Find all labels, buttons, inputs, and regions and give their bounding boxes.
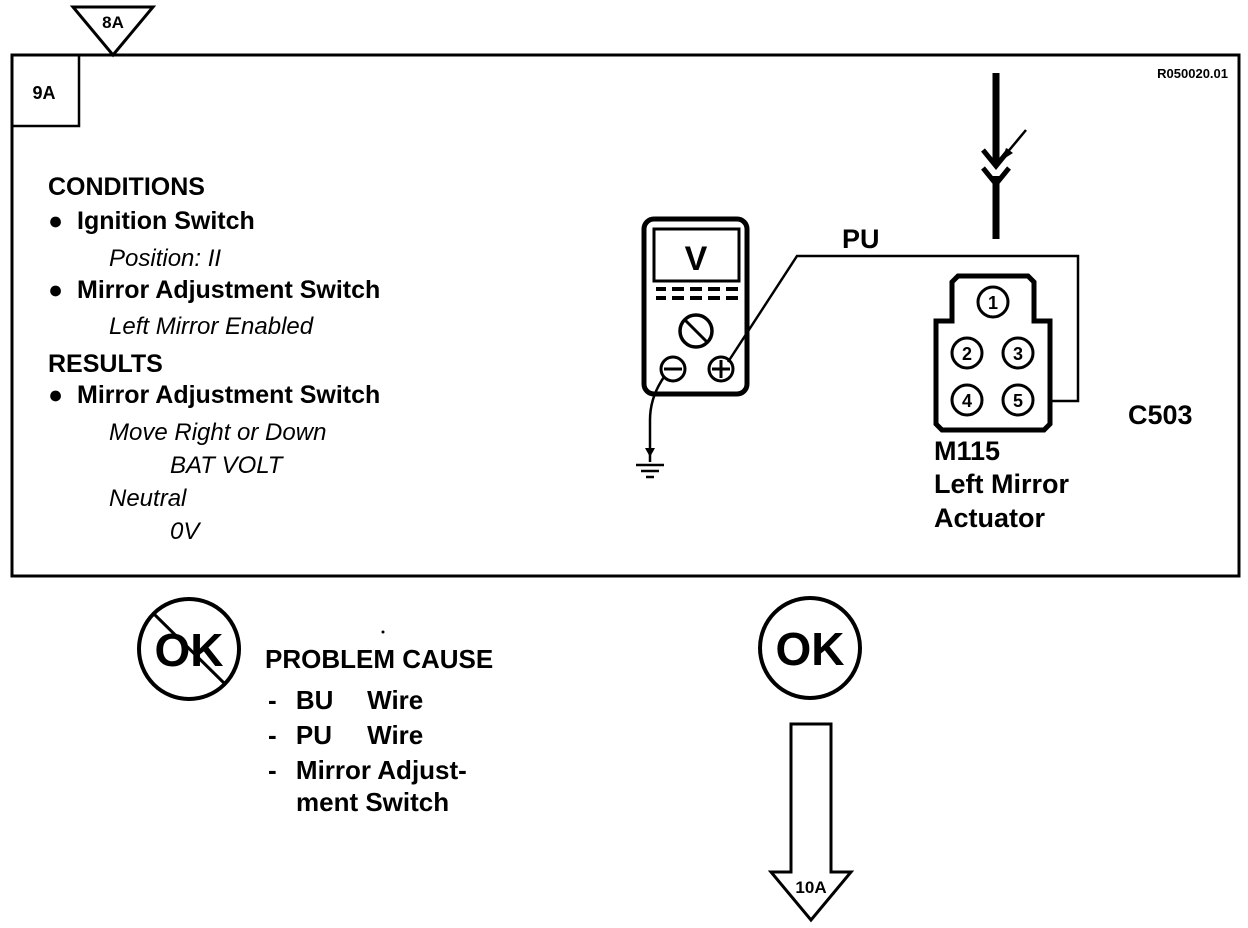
problem-cause-heading: PROBLEM CAUSE [265, 644, 494, 674]
problem-cause-item-continued: ment Switch [296, 787, 450, 817]
conditions-heading: CONDITIONS [48, 173, 205, 201]
not-ok-badge[interactable]: OK [137, 597, 241, 701]
problem-cause-item: - Mirror Adjust- [268, 755, 467, 785]
result-item-name: Mirror Adjustment Switch [77, 381, 381, 409]
meter-display [652, 227, 741, 283]
step-box [10, 53, 1241, 578]
connector-pin-5 [1001, 383, 1035, 417]
connector-c503: 1 2 3 4 5 [933, 273, 1053, 433]
harness-wire [981, 73, 1027, 239]
ok-badge-label: OK [776, 623, 845, 675]
negative-lead [648, 376, 666, 462]
svg-text:1: 1 [988, 293, 998, 313]
connector-pin-2 [950, 336, 984, 370]
svg-text:4: 4 [962, 391, 972, 411]
svg-text:3: 3 [1013, 344, 1023, 364]
problem-cause-item: - PU Wire [268, 720, 424, 750]
meter-display-label: V [685, 240, 708, 278]
condition-item: ● Mirror Adjustment Switch [48, 276, 380, 305]
positive-lead-pu-wire [726, 254, 1080, 403]
connector-id: C503 [1128, 400, 1193, 430]
condition-item-detail: Left Mirror Enabled [109, 313, 314, 340]
wire-label-pu: PU [842, 224, 880, 254]
bullet-icon: ● [48, 207, 64, 235]
meter-segments [656, 287, 738, 300]
step-label: 9A [32, 83, 55, 103]
problem-cause-item: - BU Wire [268, 685, 424, 715]
condition-item: ● Ignition Switch [48, 207, 255, 236]
next-step-label: 10A [795, 878, 826, 897]
result-case-action: Neutral [109, 485, 187, 512]
condition-item-name: Mirror Adjustment Switch [77, 276, 381, 304]
connector-pin-3 [1001, 336, 1035, 370]
condition-item-detail: Position: II [109, 245, 222, 272]
condition-item-name: Ignition Switch [77, 207, 255, 235]
ok-badge[interactable]: OK [758, 596, 862, 700]
results-heading: RESULTS [48, 350, 163, 378]
entry-marker-label: 8A [102, 13, 124, 32]
entry-marker[interactable]: 8A [69, 5, 157, 58]
voltmeter: V [641, 216, 750, 397]
result-item: ● Mirror Adjustment Switch [48, 381, 380, 410]
component-id: M115 [934, 436, 1001, 466]
connector-pin-1 [976, 285, 1010, 319]
step-label-box [10, 53, 81, 128]
component-name: Actuator [934, 503, 1046, 533]
svg-text:5: 5 [1013, 391, 1023, 411]
result-case-reading: 0V [170, 518, 200, 545]
component-name: Left Mirror [934, 469, 1069, 499]
print-speck [381, 630, 385, 634]
ground-symbol [636, 448, 664, 479]
flow-arrow-to-next-step: 10A [767, 722, 855, 923]
connector-pin-4 [950, 383, 984, 417]
svg-text:2: 2 [962, 344, 972, 364]
result-case-action: Move Right or Down [109, 419, 327, 446]
figure-code: R050020.01 [1157, 66, 1228, 81]
bullet-icon: ● [48, 381, 64, 409]
result-case-reading: BAT VOLT [170, 452, 283, 479]
bullet-icon: ● [48, 276, 64, 304]
